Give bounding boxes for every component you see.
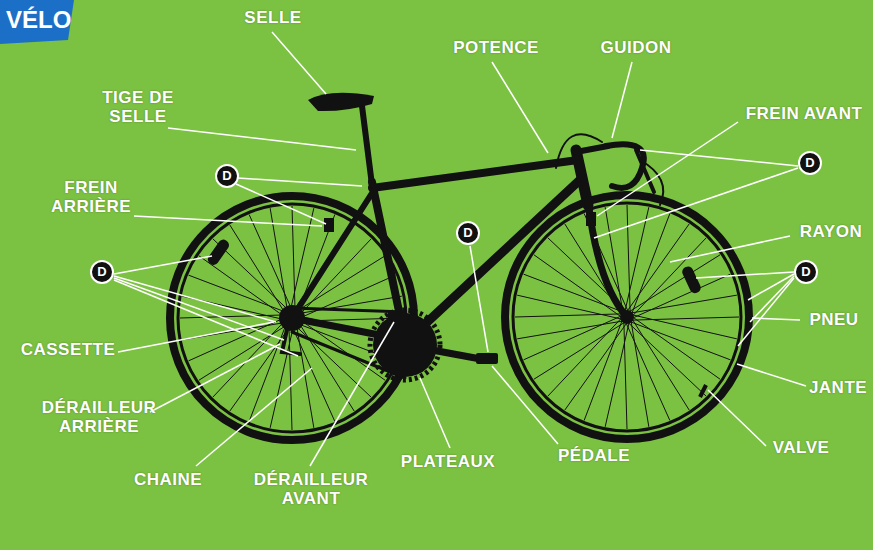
- callout-circle: D: [90, 260, 114, 284]
- part-label: CASSETTE: [20, 340, 116, 359]
- spoke: [630, 255, 721, 312]
- spokes: [180, 205, 739, 430]
- frame: [282, 106, 663, 378]
- part-label: DÉRAILLEUR AVANT: [248, 470, 374, 508]
- callout-circle: D: [794, 260, 818, 284]
- spoke: [628, 323, 706, 396]
- callout-circle: D: [456, 221, 480, 245]
- part-label: FREIN AVANT: [739, 104, 869, 123]
- down-tube: [408, 178, 582, 340]
- spoke: [517, 321, 622, 339]
- spoke: [249, 215, 293, 313]
- spoke: [548, 318, 621, 396]
- title-banner: [0, 0, 74, 44]
- head-tube: [576, 150, 588, 205]
- spoke: [199, 256, 286, 318]
- spoke: [517, 295, 621, 319]
- spoke: [534, 322, 625, 379]
- callout-letter: D: [463, 226, 472, 240]
- spoke: [199, 323, 290, 380]
- callout-letter: D: [801, 265, 810, 279]
- part-label: PNEU: [804, 310, 864, 329]
- valve: [700, 385, 706, 397]
- chain-top: [292, 308, 405, 312]
- spoke: [626, 323, 670, 421]
- front-brake: [586, 212, 596, 226]
- spoke: [633, 315, 737, 339]
- chainring: [373, 313, 437, 377]
- seat-stay: [292, 190, 374, 318]
- spoke: [633, 317, 720, 379]
- part-label: CHAINE: [128, 470, 208, 489]
- spoke: [627, 224, 689, 311]
- callout-circle: D: [215, 164, 239, 188]
- pedal: [476, 353, 498, 364]
- spoke: [565, 323, 627, 410]
- wheels: [170, 195, 749, 440]
- spoke: [631, 321, 649, 426]
- part-label: POTENCE: [446, 38, 546, 57]
- part-label: GUIDON: [596, 38, 676, 57]
- front-tire: [505, 195, 749, 439]
- callout-letter: D: [222, 169, 231, 183]
- front-reflector: [681, 265, 703, 295]
- spoke: [230, 324, 292, 411]
- leader-lines: [114, 32, 806, 466]
- part-label: DÉRAILLEUR ARRIÈRE: [36, 398, 162, 436]
- callout-circle: D: [798, 151, 822, 175]
- part-label: JANTE: [807, 378, 869, 397]
- cable: [556, 134, 602, 168]
- spoke: [524, 316, 622, 360]
- spoke: [297, 321, 354, 412]
- part-label: PLATEAUX: [398, 452, 498, 471]
- part-label: RAYON: [793, 222, 869, 241]
- callout-letter: D: [97, 265, 106, 279]
- spoke: [633, 238, 706, 316]
- title: VÉLO: [6, 6, 71, 34]
- spoke: [291, 324, 335, 422]
- saddle: [308, 93, 374, 111]
- seat-post: [362, 106, 372, 185]
- front-derailleur: [388, 312, 400, 328]
- spoke: [632, 320, 689, 411]
- cassette: [279, 305, 305, 331]
- part-label: SELLE: [238, 8, 308, 27]
- spoke: [633, 274, 731, 318]
- rear-brake: [324, 218, 334, 232]
- part-label: TIGE DE SELLE: [92, 88, 184, 126]
- spoke: [230, 225, 287, 316]
- cable: [640, 160, 663, 205]
- part-label: PÉDALE: [552, 446, 636, 465]
- spoke: [605, 323, 629, 427]
- spoke: [631, 295, 736, 313]
- brake-lever: [636, 150, 654, 192]
- part-label: VALVE: [766, 438, 836, 457]
- rear-rim: [178, 204, 406, 432]
- part-label: FREIN ARRIÈRE: [50, 178, 132, 216]
- top-tube: [372, 160, 578, 188]
- callout-letter: D: [805, 156, 814, 170]
- spoke: [295, 256, 386, 313]
- rear-reflector: [206, 238, 231, 267]
